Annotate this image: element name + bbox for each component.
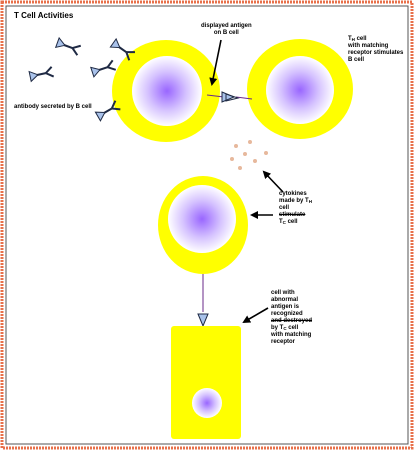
label-cytokines: cytokines made by TH cell stimulate TC c…	[279, 191, 312, 225]
abnormal-cell	[171, 326, 241, 439]
label-antibody: antibody secreted by B cell	[14, 104, 92, 110]
label-th-cell: TH cell with matching receptor stimulate…	[348, 36, 404, 63]
arrow-abnormal-cell	[242, 307, 269, 324]
cytokine-dots	[230, 140, 268, 170]
arrow-cytokines	[262, 170, 284, 193]
antigen-receptor-link	[206, 91, 253, 103]
inner-frame	[5, 5, 409, 445]
tc-receptor-link	[197, 274, 209, 328]
tc-cell	[158, 176, 248, 274]
b-cell	[112, 40, 220, 142]
arrow-displayed-antigen	[209, 39, 222, 86]
diagram-title: T Cell Activities	[14, 11, 74, 20]
th-cell	[247, 39, 353, 139]
label-displayed-antigen: displayed antigen on B cell	[201, 23, 252, 36]
label-abnormal-cell: cell with abnormal antigen is recognized…	[271, 290, 313, 345]
